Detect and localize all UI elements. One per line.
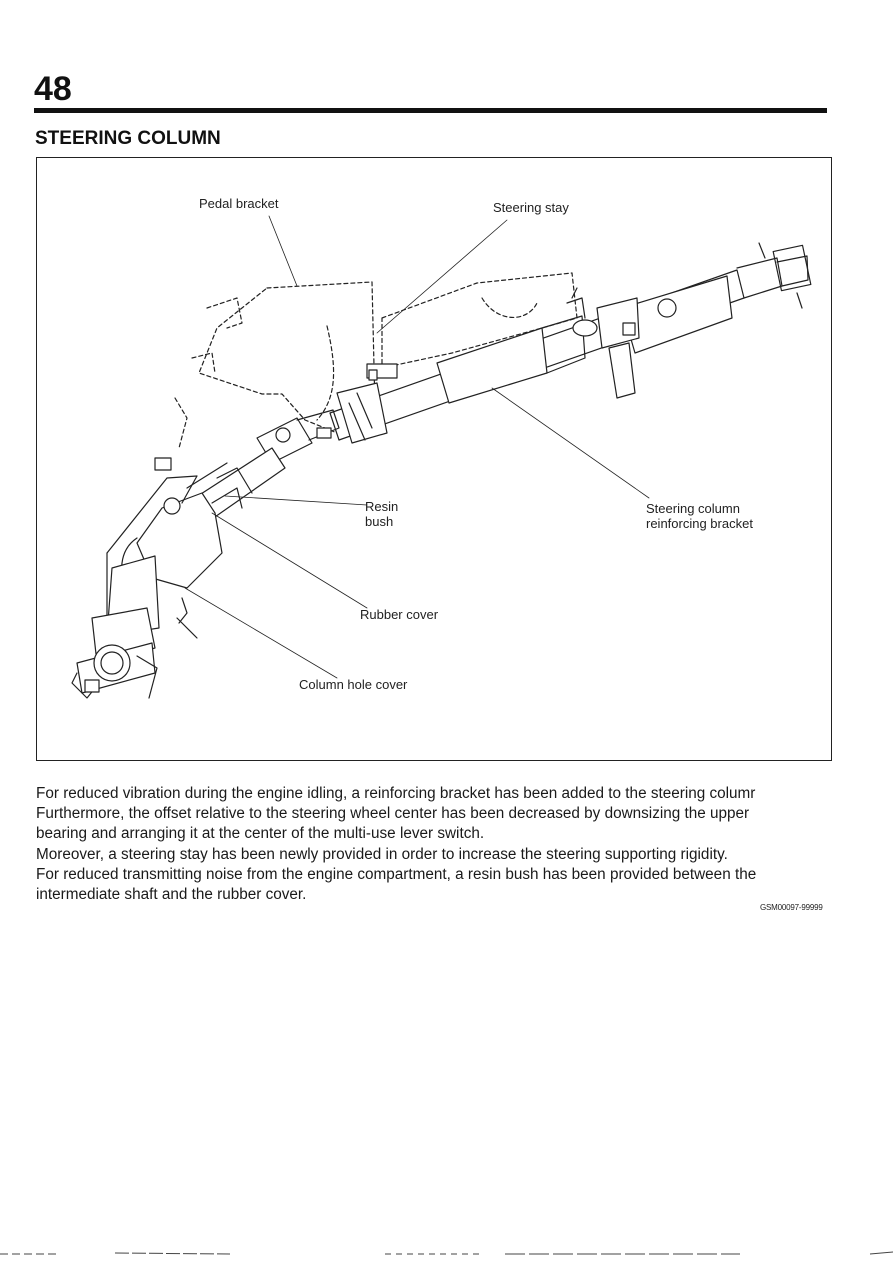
label-steering-stay: Steering stay — [493, 200, 569, 215]
page-number: 48 — [34, 70, 72, 108]
paragraph-line: Furthermore, the offset relative to the … — [36, 805, 750, 823]
label-steering-column-bracket-line1: Steering column — [646, 501, 740, 516]
column-upper-drawing — [329, 242, 812, 441]
stay-bracket-drawing — [336, 363, 398, 444]
scan-edge-marks — [0, 1251, 893, 1255]
paragraph-line: Moreover, a steering stay has been newly… — [36, 845, 728, 863]
paragraph-line: For reduced vibration during the engine … — [36, 785, 756, 802]
steering-column-illustration — [71, 215, 812, 699]
label-resin-bush-line1: Resin — [365, 499, 399, 514]
pedal-bracket-drawing — [174, 281, 376, 449]
label-steering-column-bracket-line2: reinforcing bracket — [646, 516, 753, 531]
label-pedal-bracket: Pedal bracket — [199, 196, 279, 211]
paragraph-line: intermediate shaft and the rubber cover. — [36, 886, 307, 904]
leader-lines — [184, 215, 650, 679]
label-resin-bush-line2: bush — [365, 514, 394, 529]
figure-frame: Pedal bracket Steering stay Resin bush S… — [36, 157, 832, 761]
paragraph-line: bearing and arranging it at the center o… — [36, 825, 485, 843]
body-text: For reduced vibration during the engine … — [36, 784, 836, 905]
label-column-hole-cover: Column hole cover — [299, 677, 408, 692]
reinforcing-bracket-drawing — [436, 287, 640, 404]
section-title: STEERING COLUMN — [35, 128, 221, 149]
paragraph-line: For reduced transmitting noise from the … — [36, 865, 757, 883]
lower-joint-drawing — [71, 555, 160, 699]
rubber-cover-drawing — [121, 457, 243, 589]
header-rule — [34, 108, 827, 113]
document-code: GSM00097-99999 — [760, 903, 823, 912]
label-rubber-cover: Rubber cover — [360, 607, 439, 622]
